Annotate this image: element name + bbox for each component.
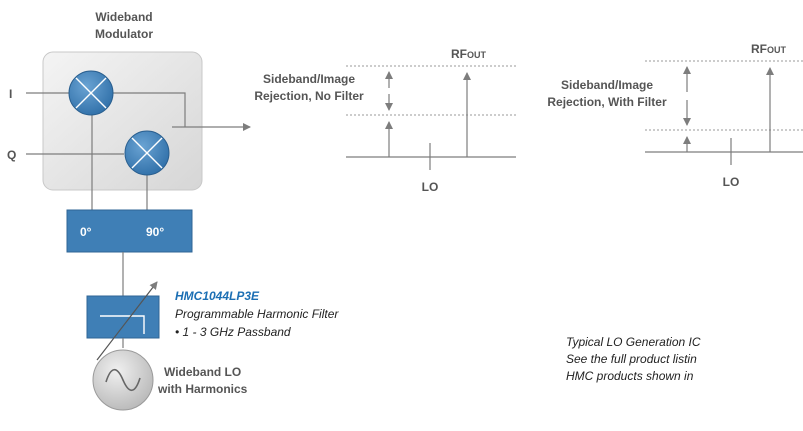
input-i-label: I xyxy=(9,87,12,101)
with-filter-label-line2: Rejection, With Filter xyxy=(547,95,667,109)
mixer-q xyxy=(124,130,170,176)
no-filter-lo-label: LO xyxy=(422,180,439,194)
filter-response-icon xyxy=(100,315,145,334)
spectrum-no-filter xyxy=(346,65,516,170)
phase-90-label: 90° xyxy=(146,225,164,239)
filter-description: Programmable Harmonic Filter xyxy=(175,307,339,321)
spectrum-with-filter xyxy=(645,60,803,165)
modulator-title-line2: Modulator xyxy=(95,27,153,41)
with-filter-rf-out-label: RFOUT xyxy=(751,42,787,56)
caption-line2: See the full product listin xyxy=(566,352,697,366)
input-q-label: Q xyxy=(7,148,16,162)
phase-0-label: 0° xyxy=(80,225,92,239)
lo-oscillator xyxy=(92,349,154,411)
tunable-arrow-icon xyxy=(96,281,158,361)
with-filter-lo-label: LO xyxy=(723,175,740,189)
caption-line1: Typical LO Generation IC xyxy=(566,335,701,349)
lo-source-line1: Wideband LO xyxy=(164,365,241,379)
modulator-title-line1: Wideband xyxy=(95,10,152,24)
no-filter-rf-out-label: RFOUT xyxy=(451,47,487,61)
sine-wave-icon xyxy=(105,368,141,392)
filter-passband: • 1 - 3 GHz Passband xyxy=(175,325,291,339)
no-filter-label-line1: Sideband/Image xyxy=(263,72,355,86)
filter-box xyxy=(86,295,160,339)
caption-line3: HMC products shown in xyxy=(566,369,694,383)
with-filter-label-line1: Sideband/Image xyxy=(561,78,653,92)
lo-source-line2: with Harmonics xyxy=(157,382,248,396)
mixer-i-output-line xyxy=(113,92,186,127)
modulator-box xyxy=(42,51,203,191)
filter-part-number: HMC1044LP3E xyxy=(175,289,260,303)
no-filter-label-line2: Rejection, No Filter xyxy=(254,89,364,103)
mixer-i xyxy=(68,70,114,116)
phase-splitter-box xyxy=(66,209,193,253)
